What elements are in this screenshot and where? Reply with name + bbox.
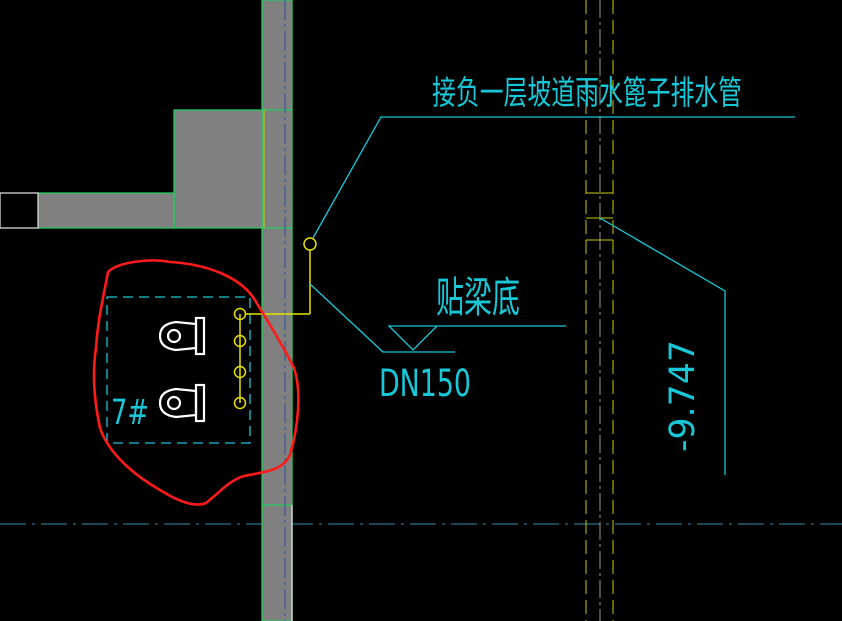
riser-pipe-circle (303, 237, 317, 251)
drain-note-text: 接负一层坡道雨水篦子排水管 (432, 73, 742, 112)
pipe-fitting (233, 365, 247, 379)
pipe-size-text: DN150 (379, 362, 471, 405)
sump-pump-upper (158, 316, 206, 356)
pit-label-text: 7# (111, 393, 149, 433)
elevation-leader (599, 217, 726, 475)
beam-bottom-symbol (388, 325, 438, 351)
leader-lines (309, 116, 795, 475)
pipe-fitting (233, 307, 247, 321)
drain-note-leader (312, 116, 795, 239)
beam-note-leader (309, 283, 455, 353)
elevation-text: -9.747 (663, 340, 703, 452)
column-gridlines-right (585, 0, 614, 621)
pipe-fitting (233, 396, 247, 410)
horizontal-beam (37, 192, 175, 229)
beam-note-text: 贴梁底 (436, 273, 520, 322)
beam-end-outline (0, 192, 39, 229)
drain-pipe (233, 237, 317, 410)
upper-wall-block (173, 109, 263, 229)
vertical-wall (261, 0, 293, 621)
concrete-walls (0, 0, 293, 621)
pipe-fitting (233, 334, 247, 348)
pit-boundary (106, 296, 251, 444)
highlight-circle (92, 259, 300, 506)
sump-pump-lower (158, 383, 206, 423)
